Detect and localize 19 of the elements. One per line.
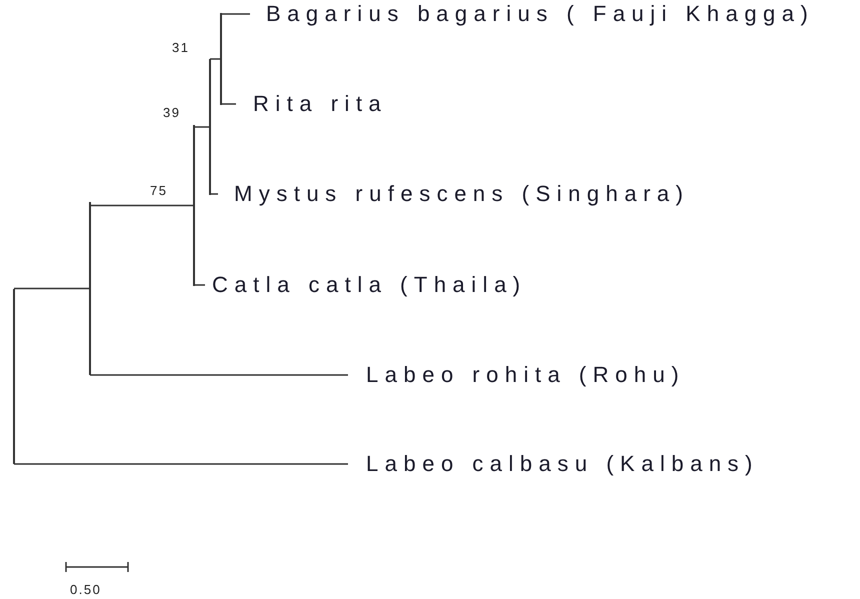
tree-branch (14, 463, 348, 465)
bootstrap-value: 39 (163, 105, 180, 120)
tree-branch (90, 204, 194, 206)
species-label: Catla catla (Thaila) (205, 274, 527, 296)
species-label: Labeo rohita (Rohu) (348, 364, 686, 386)
tree-branch (221, 13, 250, 15)
species-label: Rita rita (236, 93, 388, 115)
tree-branch (14, 288, 90, 290)
tree-branch (194, 126, 210, 128)
species-label: Bagarius bagarius ( Fauji Khagga) (250, 3, 814, 25)
scale-value: 0.50 (70, 582, 102, 597)
tree-branch (90, 374, 348, 376)
tree-branch (194, 284, 205, 286)
bootstrap-value: 31 (172, 40, 190, 55)
species-label: Mystus rufescens (Singhara) (218, 183, 690, 205)
tree-branch (221, 103, 236, 105)
bootstrap-value: 75 (150, 183, 168, 198)
tree-branch (210, 58, 221, 60)
species-label: Labeo calbasu (Kalbans) (348, 453, 759, 475)
